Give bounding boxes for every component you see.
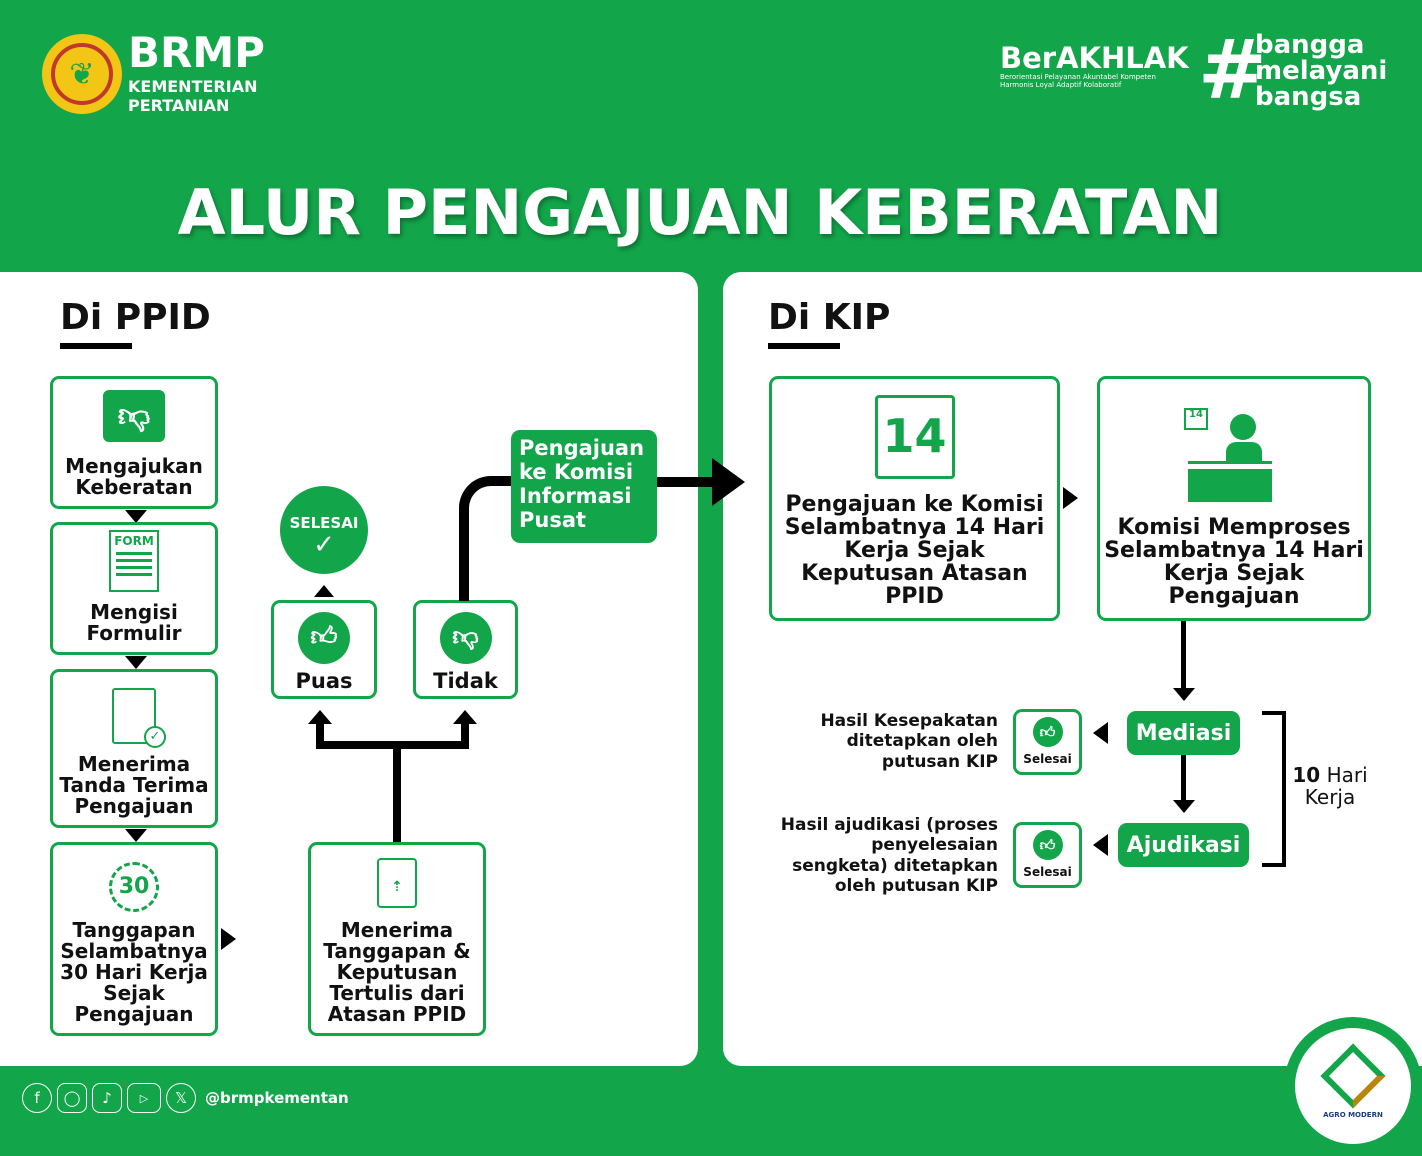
- podium-speaker-icon: 14: [1184, 398, 1284, 502]
- arrow-down-icon: [1173, 688, 1195, 701]
- step-label: Tanggapan Selambatnya 30 Hari Kerja Seja…: [60, 918, 208, 1026]
- social-bar: f ◯ ♪ ▷ 𝕏 @brmpkementan: [22, 1083, 349, 1113]
- social-handle[interactable]: @brmpkementan: [205, 1089, 349, 1107]
- calendar-14-icon: 14: [874, 394, 955, 479]
- document-icon: ⇡: [377, 858, 417, 908]
- page-title: ALUR PENGAJUAN KEBERATAN: [177, 176, 1223, 249]
- berakhlak-logo: BerAKHLAK: [1000, 41, 1189, 75]
- duration-number: 10: [1292, 763, 1321, 787]
- kip-heading: Di KIP: [768, 297, 891, 338]
- step-label: Komisi Memproses Selambatnya 14 Hari Ker…: [1104, 514, 1364, 609]
- 30-days-icon: 30: [109, 862, 159, 912]
- mediasi-step: Mediasi: [1127, 711, 1240, 755]
- facebook-icon[interactable]: f: [22, 1083, 52, 1113]
- check-icon: ✓: [313, 530, 335, 560]
- clipboard-check-icon: ✓: [112, 688, 166, 748]
- kip-step-pengajuan: 14 Pengajuan ke Komisi Selambatnya 14 Ha…: [769, 376, 1060, 621]
- connector: [393, 745, 401, 842]
- heading-underline: [60, 343, 132, 349]
- arrow-up-icon: [453, 710, 477, 724]
- brmp-logo: ❦: [42, 34, 122, 114]
- option-tidak: 👎︎ Tidak: [413, 600, 518, 699]
- arrow-left-icon: [1093, 834, 1108, 856]
- option-puas: 👍︎ Puas: [271, 600, 377, 699]
- calendar-number: 14: [1189, 408, 1203, 420]
- arrow-right-icon: [1063, 487, 1078, 509]
- kip-step-proses: 14 Komisi Memproses Selambatnya 14 Hari …: [1097, 376, 1371, 621]
- arrow-up-icon: [308, 710, 332, 724]
- connector: [316, 741, 469, 749]
- form-icon-text: FORM: [114, 534, 154, 548]
- hashtag-icon: #: [1198, 23, 1267, 118]
- connector: [316, 722, 324, 747]
- duration-bracket: [1262, 711, 1286, 867]
- mediasi-result: Hasil Kesepakatan ditetapkan oleh putusa…: [820, 711, 998, 772]
- option-label: Puas: [295, 668, 353, 693]
- step-mengajukan-keberatan: 👎︎ Mengajukan Keberatan: [50, 376, 218, 509]
- step-mengisi-formulir: FORM Mengisi Formulir: [50, 522, 218, 655]
- tagline: bangsa: [1255, 82, 1362, 112]
- ajudikasi-result: Hasil ajudikasi (proses penyelesaian sen…: [780, 815, 998, 897]
- logo-sub: KEMENTERIAN: [128, 77, 258, 96]
- selesai-ajudikasi: 👍︎ Selesai: [1013, 822, 1082, 888]
- thumbs-down-icon: 👎︎: [439, 611, 492, 664]
- calendar-number: 14: [882, 409, 947, 464]
- selesai-badge: SELESAI ✓: [280, 486, 368, 574]
- step-menerima-tanggapan: ⇡ Menerima Tanggapan & Keputusan Tertuli…: [308, 842, 486, 1036]
- tagline: bangga: [1255, 30, 1365, 60]
- tagline: melayani: [1255, 56, 1388, 86]
- ajudikasi-step: Ajudikasi: [1118, 823, 1249, 867]
- to-kip-label: Pengajuan ke Komisi Informasi Pusat: [519, 436, 645, 533]
- berakhlak-sub: Harmonis Loyal Adaptif Kolaboratif: [1000, 81, 1122, 89]
- step-label: Pengajuan ke Komisi Selambatnya 14 Hari …: [784, 491, 1045, 609]
- option-label: Tidak: [433, 668, 498, 693]
- thumbs-up-icon: 👍︎: [298, 611, 350, 664]
- connector: [1181, 755, 1186, 803]
- connector: [459, 476, 519, 601]
- heading-underline: [768, 343, 840, 349]
- arrow-right-icon: [221, 928, 236, 950]
- days-icon-text: 30: [118, 874, 150, 900]
- step-label: Mengajukan Keberatan: [65, 454, 203, 499]
- leaf-icon: ❦: [51, 43, 113, 105]
- thumbs-down-icon: 👎︎: [103, 390, 165, 442]
- x-icon[interactable]: 𝕏: [166, 1083, 196, 1113]
- ppid-heading: Di PPID: [60, 297, 211, 338]
- step-label: Menerima Tanda Terima Pengajuan: [59, 752, 209, 818]
- logo-sub: PERTANIAN: [128, 96, 230, 115]
- selesai-label: Selesai: [1023, 752, 1072, 767]
- badge-text: AGRO MODERN: [1323, 1111, 1383, 1119]
- duration-label: 10 Hari Kerja: [1290, 764, 1370, 808]
- arrow-down-icon: [125, 829, 147, 842]
- step-label: Mengisi Formulir: [86, 600, 182, 645]
- thumbs-up-icon: 👍︎: [1032, 830, 1063, 861]
- arrow-right-icon: [712, 458, 745, 506]
- tiktok-icon[interactable]: ♪: [92, 1083, 122, 1113]
- agro-modern-logo-icon: [1320, 1043, 1386, 1109]
- youtube-icon[interactable]: ▷: [127, 1083, 161, 1113]
- form-icon: FORM: [109, 530, 159, 592]
- berakhlak-sub: Berorientasi Pelayanan Akuntabel Kompete…: [1000, 73, 1156, 81]
- arrow-down-icon: [1173, 800, 1195, 813]
- arrow-down-icon: [125, 656, 147, 669]
- selesai-label: Selesai: [1023, 865, 1072, 880]
- selesai-label: SELESAI: [289, 514, 359, 532]
- selesai-mediasi: 👍︎ Selesai: [1013, 709, 1082, 775]
- connector: [1181, 621, 1186, 691]
- instagram-icon[interactable]: ◯: [57, 1083, 87, 1113]
- arrow-left-icon: [1093, 722, 1108, 744]
- connector: [461, 722, 469, 747]
- step-tanggapan-30-hari: 30 Tanggapan Selambatnya 30 Hari Kerja S…: [50, 842, 218, 1036]
- arrow-up-icon: [314, 585, 334, 597]
- thumbs-up-icon: 👍︎: [1032, 717, 1063, 748]
- pengajuan-ke-kip: Pengajuan ke Komisi Informasi Pusat: [511, 430, 657, 543]
- step-label: Menerima Tanggapan & Keputusan Tertulis …: [323, 918, 471, 1026]
- duration-text: Hari Kerja: [1304, 763, 1368, 809]
- arrow-down-icon: [125, 510, 147, 523]
- logo-name: BRMP: [128, 28, 265, 77]
- step-tanda-terima: ✓ Menerima Tanda Terima Pengajuan: [50, 669, 218, 828]
- connector: [657, 477, 717, 487]
- agro-modern-badge: AGRO MODERN: [1284, 1017, 1422, 1156]
